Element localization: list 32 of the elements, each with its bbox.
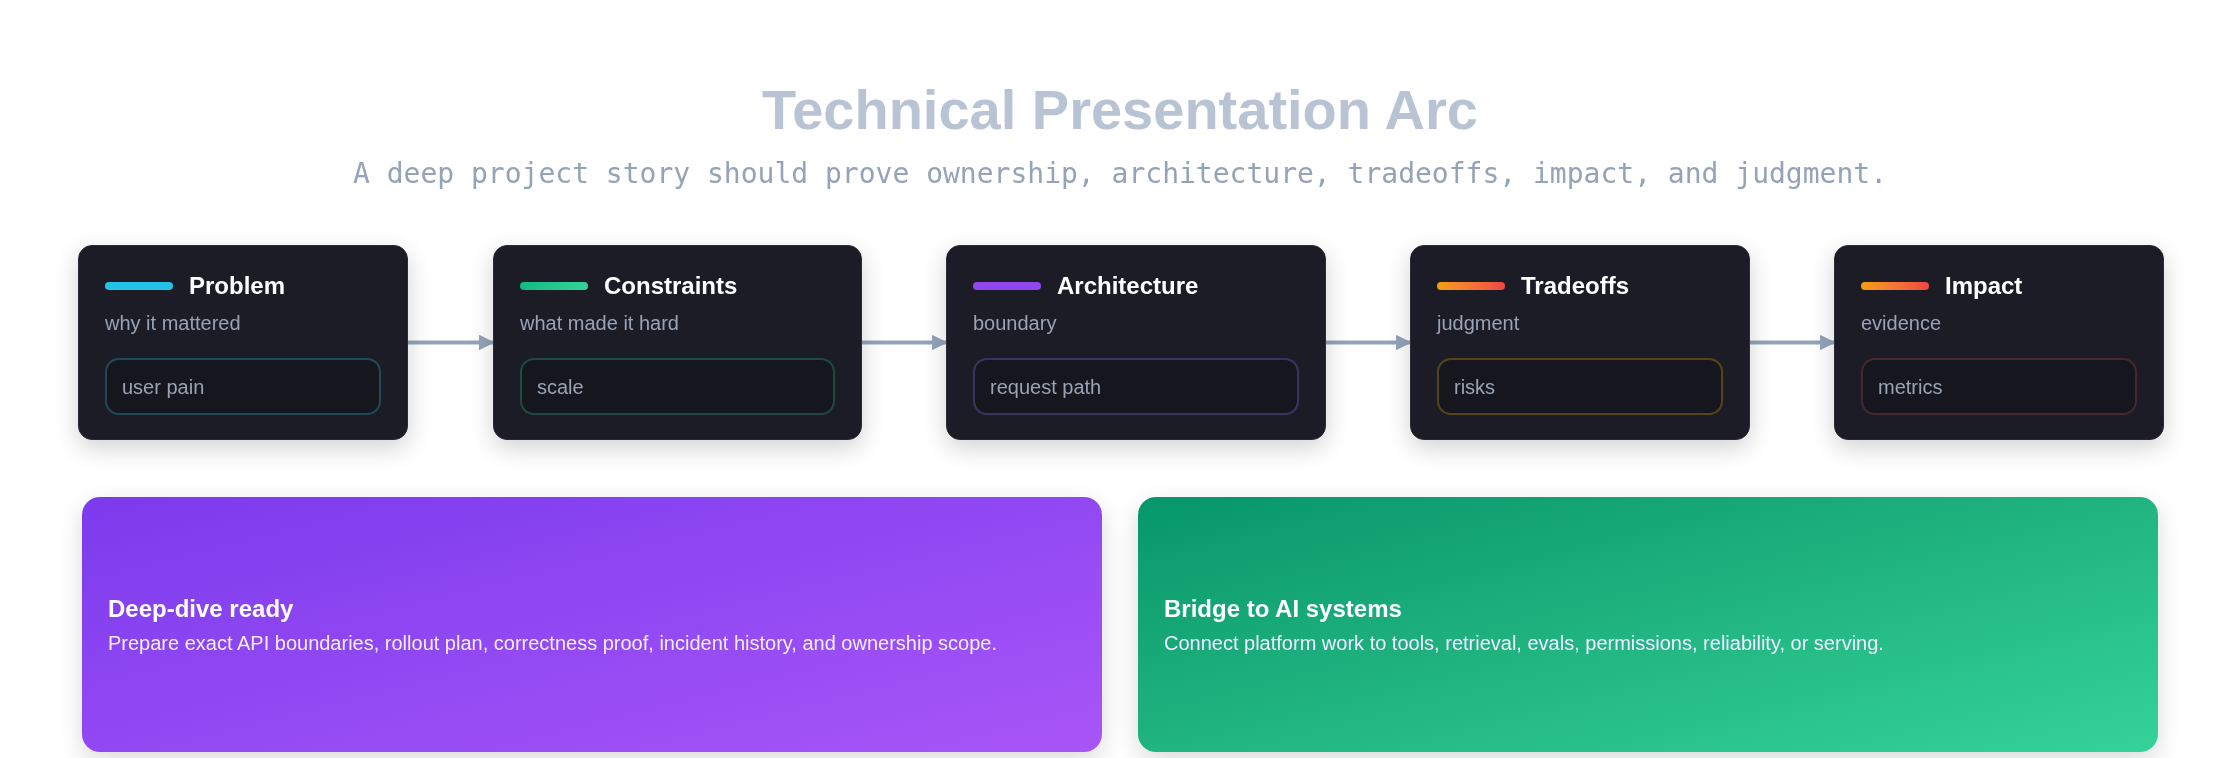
- stage-card: [1834, 245, 2164, 440]
- stage-subtitle: what made it hard: [520, 311, 679, 336]
- stage-card: [1410, 245, 1750, 440]
- panel-text: Connect platform work to tools, retrieval, evals, permissions, reliability, or serving.: [1164, 630, 1885, 656]
- summary-panel: [82, 497, 1102, 752]
- stage-card: [78, 245, 408, 440]
- stage-subtitle: evidence: [1861, 311, 1942, 336]
- stage-card: [493, 245, 862, 440]
- panel-text: Prepare exact API boundaries, rollout plan, correctness proof, incident history, and ownership scope.: [108, 630, 998, 656]
- stage-title: Constraints: [604, 271, 738, 301]
- arrow: [408, 334, 495, 351]
- title: Technical Presentation Arc: [762, 82, 1478, 138]
- panel-title: Bridge to AI systems: [1164, 593, 1403, 624]
- stage-title: Problem: [189, 271, 286, 301]
- summary-panel: [1138, 497, 2158, 752]
- stage-subtitle: why it mattered: [105, 311, 241, 336]
- tag-pill: risks: [1437, 358, 1723, 415]
- tag-pill: metrics: [1861, 358, 2137, 415]
- stage-card: [946, 245, 1326, 440]
- stage-title: Architecture: [1057, 271, 1199, 301]
- subtitle: A deep project story should prove ownership, architecture, tradeoffs, impact, and judgment.: [353, 160, 1887, 188]
- stage-title: Tradeoffs: [1521, 271, 1630, 301]
- arrow: [1326, 334, 1412, 351]
- stage-subtitle: judgment: [1437, 311, 1520, 336]
- stage-subtitle: boundary: [973, 311, 1057, 336]
- tag-pill: user pain: [105, 358, 381, 415]
- panel-title: Deep-dive ready: [108, 593, 295, 624]
- tag-pill: scale: [520, 358, 835, 415]
- arrow: [1750, 334, 1836, 351]
- stage-title: Impact: [1945, 271, 2023, 301]
- arrow: [862, 334, 948, 351]
- tag-pill: request path: [973, 358, 1299, 415]
